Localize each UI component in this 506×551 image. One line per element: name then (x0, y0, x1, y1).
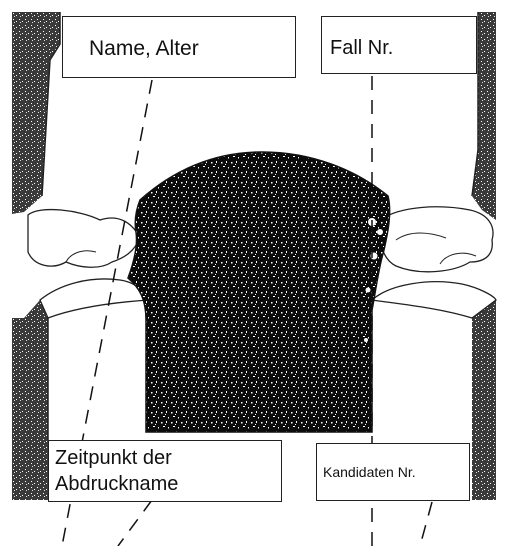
zeitpunkt-line-1: Zeitpunkt der (55, 445, 281, 471)
zeitpunkt-label: Zeitpunkt der Abdruckname (48, 440, 282, 502)
kandidaten-nr-label: Kandidaten Nr. (316, 443, 470, 501)
right-lower-plate (472, 300, 496, 500)
right-lower-teeth (372, 282, 496, 318)
zeitpunkt-line-2: Abdruckname (55, 471, 281, 497)
fall-nr-label: Fall Nr. (321, 16, 477, 74)
air-bubble (377, 229, 383, 235)
dashed-line-kandidaten (420, 502, 432, 546)
dashed-line-zeitpunkt (118, 500, 152, 546)
air-bubble (364, 338, 368, 342)
left-upper-plate (12, 12, 60, 214)
left-lower-teeth (40, 279, 148, 318)
left-lower-plate (12, 300, 48, 500)
left-teeth (28, 210, 140, 268)
name-alter-label: Name, Alter (62, 16, 296, 78)
impression-mass (128, 152, 390, 432)
air-bubble (366, 288, 371, 293)
